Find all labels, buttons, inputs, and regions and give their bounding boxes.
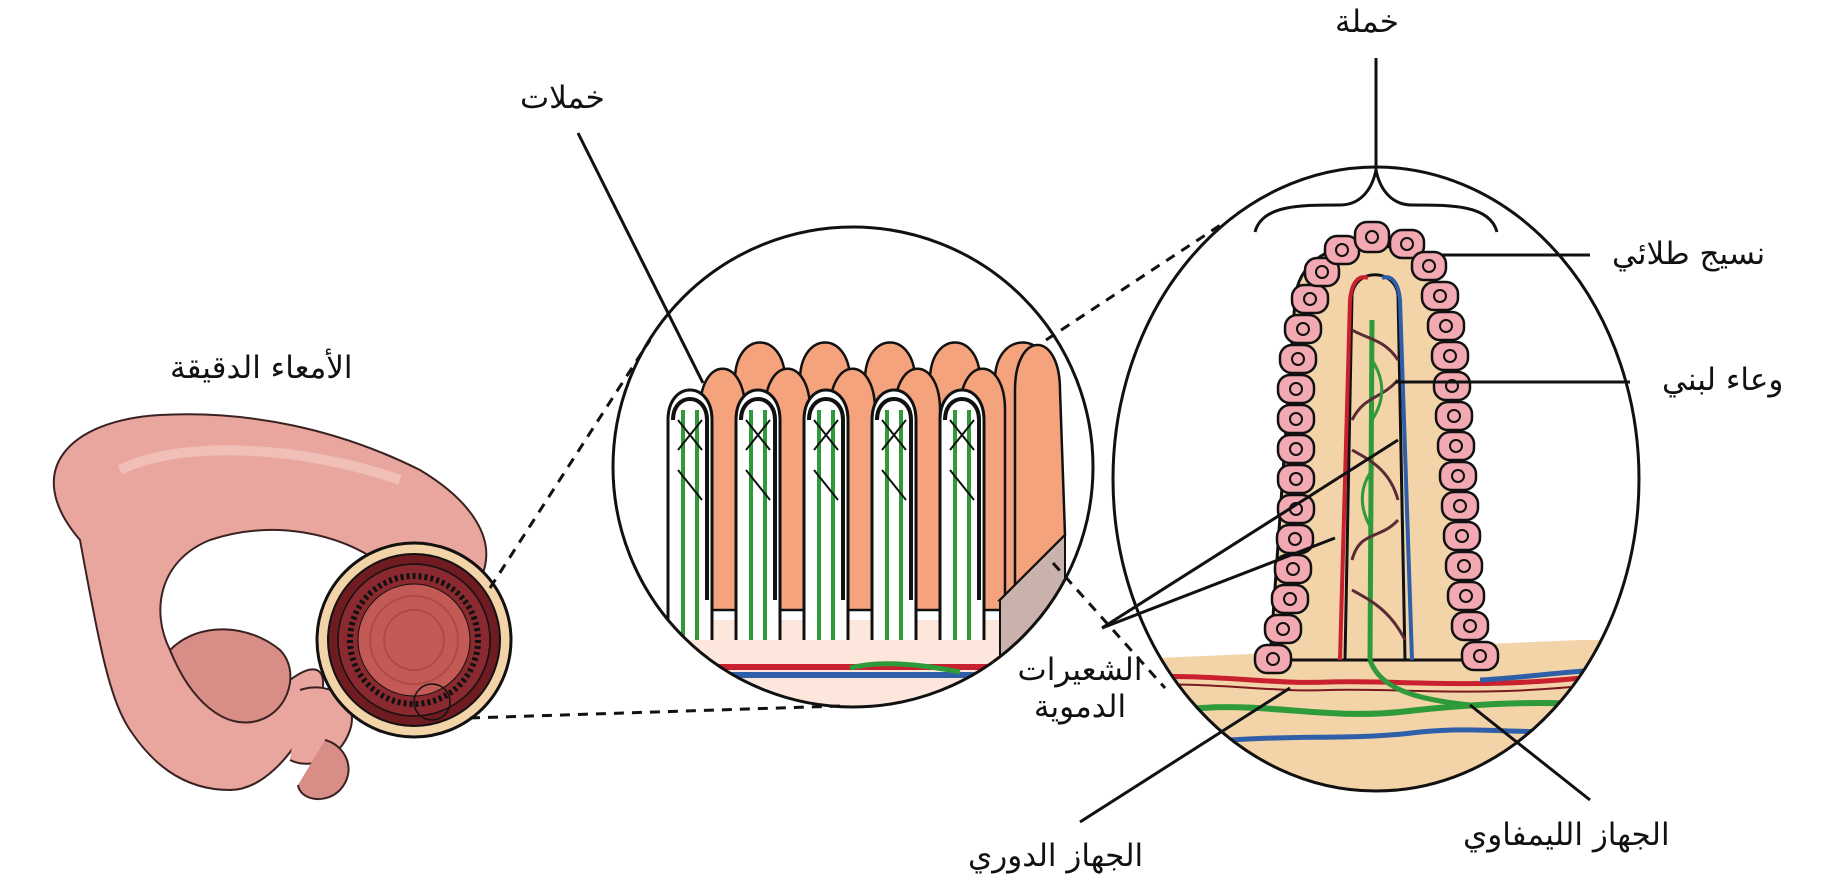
small-intestine-label: الأمعاء الدقيقة: [170, 350, 353, 387]
villus-label: خملة: [1335, 4, 1399, 41]
villi-label: خملات: [520, 80, 605, 117]
epithelium-label: نسيج طلائي: [1612, 236, 1765, 273]
capillaries-label-line1: الشعيرات: [1000, 652, 1160, 689]
lymphatic-system-label: الجهاز الليمفاوي: [1463, 817, 1670, 854]
capillaries-label: الشعيرات الدموية: [1000, 652, 1160, 726]
lacteal-label: وعاء لبني: [1662, 362, 1783, 399]
capillaries-label-line2: الدموية: [1000, 689, 1160, 726]
circulatory-system-label: الجهاز الدوري: [968, 838, 1143, 875]
intestine-cross-section: [317, 543, 511, 737]
